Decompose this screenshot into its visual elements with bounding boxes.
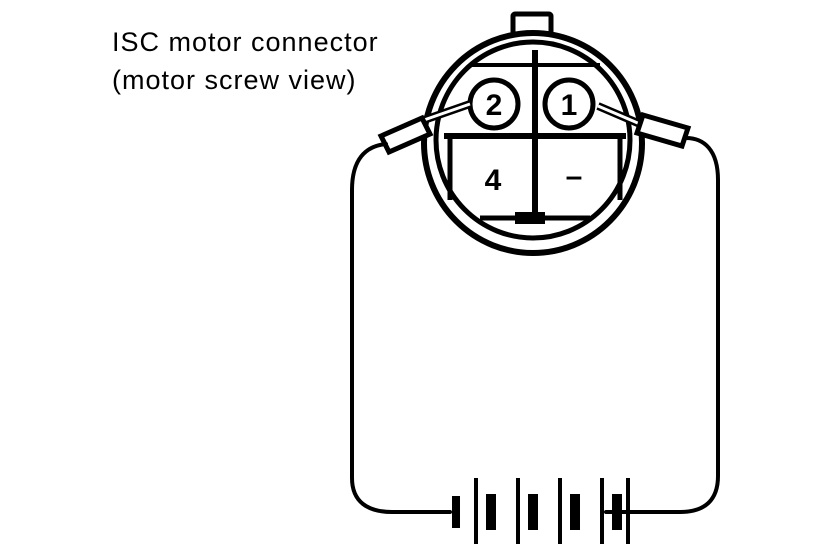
left-test-probe (377, 100, 472, 156)
battery-short-plate (570, 494, 580, 530)
terminal-blank-label: – (566, 160, 583, 193)
right-test-probe (596, 102, 692, 150)
terminal-4-label: 4 (485, 164, 502, 197)
terminal-2-label: 2 (486, 89, 503, 122)
connector-inner-shell (433, 39, 633, 241)
battery-end-plate (452, 496, 460, 528)
battery-short-plate (528, 494, 538, 530)
battery (452, 478, 630, 544)
terminal-grid (444, 50, 626, 224)
circuit-wire (350, 136, 720, 514)
battery-short-plate (612, 494, 622, 530)
terminal-1-label: 1 (561, 89, 578, 122)
battery-short-plate (486, 494, 496, 530)
caption-line-1: ISC motor connector (112, 27, 379, 57)
terminal-1-ring (542, 77, 596, 131)
caption-line-2: (motor screw view) (112, 65, 357, 95)
